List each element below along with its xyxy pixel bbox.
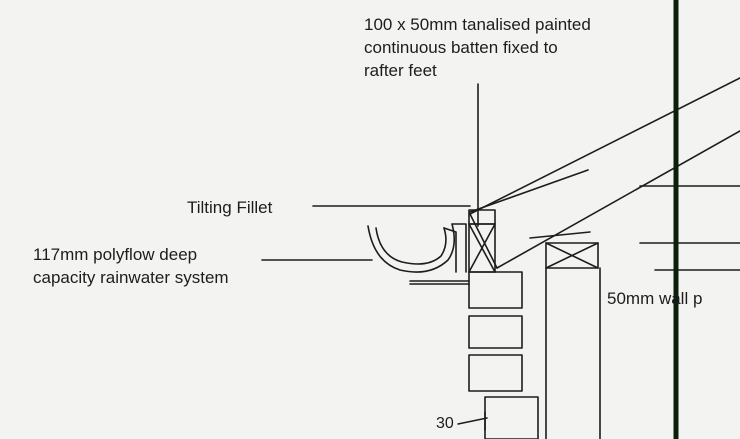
inner-wall-leaf [545,267,601,439]
roof-covering-line [469,169,589,213]
brick-course-2 [468,315,523,349]
batten-cross [468,223,496,273]
ceiling-line-4 [529,231,591,239]
gutter-label: 117mm polyflow deep capacity rainwater s… [33,243,229,289]
gutter-label-line-1: 117mm polyflow deep [33,245,198,264]
brick-course-3 [468,354,523,392]
batten-label-line-2: continuous batten fixed to [364,38,558,57]
batten-label-line-1: 100 x 50mm tanalised painted [364,15,591,34]
batten-label-line-3: rafter feet [364,61,437,80]
brick-course-4 [484,396,539,439]
wall-plate-label: 50mm wall p [607,289,703,308]
wall-plate-cross [545,242,599,269]
rafter [469,77,740,215]
brick-course-1 [468,271,523,309]
gutter-label-line-2: capacity rainwater system [33,268,229,287]
gutter-profile [367,223,467,273]
dimension-label: 30 [436,415,454,432]
batten-label: 100 x 50mm tanalised painted continuous … [364,13,591,82]
wall-plate [545,242,599,269]
dimension-line [457,417,488,425]
tilting-fillet-label: Tilting Fillet [187,198,273,217]
rafter-foot-end [469,213,498,269]
gutter-bracket [443,227,457,273]
rafter-underside [496,130,740,269]
